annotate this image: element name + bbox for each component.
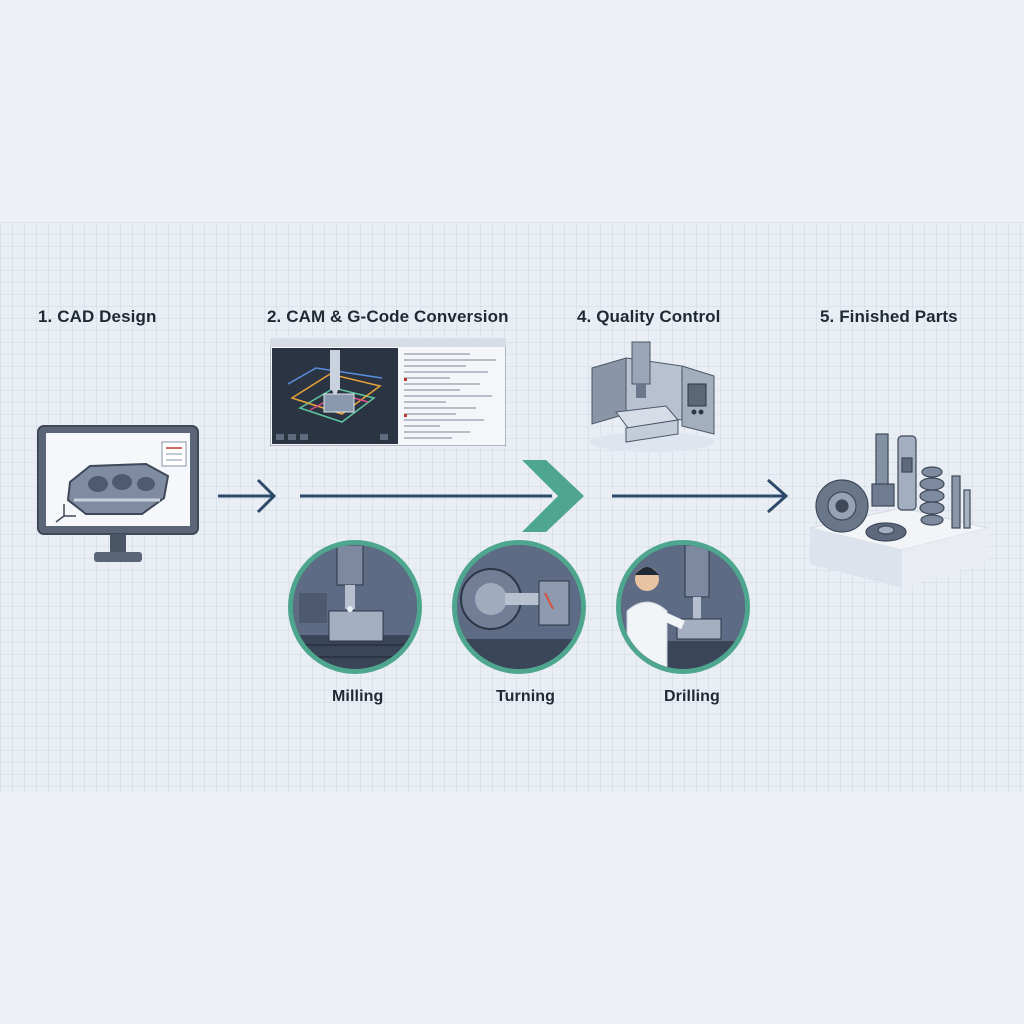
cam-software-window-icon [270,338,506,446]
lathe-turning-icon [452,540,586,674]
cad-monitor-icon [37,425,199,562]
process-label-milling: Milling [332,688,384,705]
drilling-operator-icon [616,540,750,674]
arrow-long-accent-icon [300,460,584,532]
cnc-machine-icon [590,341,715,452]
step-label-cam-gcode: 2. CAM & G-Code Conversion [267,307,509,326]
process-label-drilling: Drilling [664,688,720,705]
step-label-finished-parts: 5. Finished Parts [820,307,958,326]
step-label-cad-design: 1. CAD Design [38,307,157,326]
process-label-turning: Turning [496,688,556,705]
machined-parts-icon [809,433,989,588]
milling-icon [288,540,422,674]
arrow-right-icon [612,478,789,514]
step-label-quality-control: 4. Quality Control [577,307,721,326]
arrow-right-icon [218,478,277,514]
